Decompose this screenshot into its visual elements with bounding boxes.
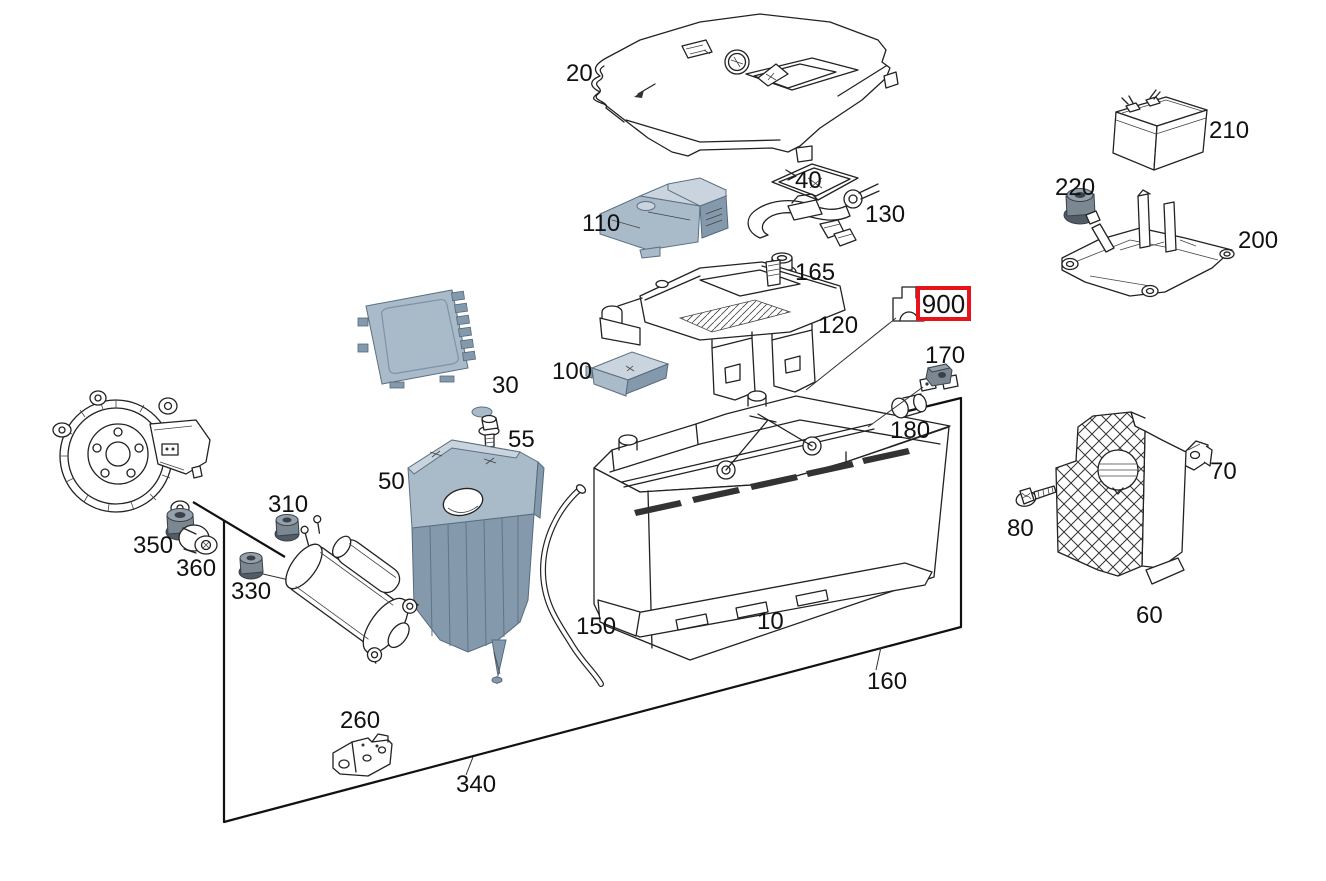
- vent-hose-illustration[interactable]: [539, 483, 604, 687]
- part-label-220[interactable]: 220: [1055, 174, 1096, 201]
- leader-340: [465, 756, 474, 776]
- part-label-100[interactable]: 100: [552, 358, 593, 385]
- part-label-360[interactable]: 360: [176, 555, 217, 582]
- part-label-200[interactable]: 200: [1238, 227, 1279, 254]
- part-label-310[interactable]: 310: [268, 491, 309, 518]
- part-label-180[interactable]: 180: [890, 417, 931, 444]
- clip-70-illustration[interactable]: [1183, 440, 1213, 471]
- part-label-120[interactable]: 120: [818, 312, 859, 339]
- part-label-10[interactable]: 10: [757, 608, 784, 635]
- part-label-900-highlighted[interactable]: 900: [916, 286, 971, 321]
- side-console-illustration[interactable]: [1055, 411, 1187, 585]
- leader-160: [875, 646, 882, 671]
- part-label-30[interactable]: 30: [492, 372, 519, 399]
- leader-170: [867, 386, 924, 428]
- screw-80-illustration[interactable]: [1015, 485, 1057, 508]
- terminal-cover-illustration[interactable]: [599, 177, 729, 259]
- part-label-165[interactable]: 165: [795, 259, 836, 286]
- plug-180-illustration[interactable]: [889, 393, 928, 420]
- fuse-box-illustration[interactable]: [599, 259, 846, 401]
- part-label-260[interactable]: 260: [340, 707, 381, 734]
- cable-run-lines[interactable]: [192, 396, 963, 824]
- part-label-160[interactable]: 160: [867, 668, 908, 695]
- leader-900: [805, 317, 897, 391]
- part-label-130[interactable]: 130: [865, 201, 906, 228]
- part-label-60[interactable]: 60: [1136, 602, 1163, 629]
- positive-cable-illustration[interactable]: [747, 183, 880, 247]
- part-label-40[interactable]: 40: [795, 167, 822, 194]
- part-label-150[interactable]: 150: [576, 613, 617, 640]
- starter-motor-illustration[interactable]: [262, 511, 435, 670]
- small-cover-illustration[interactable]: [771, 163, 859, 201]
- part-label-110[interactable]: 110: [582, 210, 621, 237]
- nut-310-illustration[interactable]: [274, 514, 300, 542]
- part-label-20[interactable]: 20: [566, 60, 593, 87]
- bracket-260-illustration[interactable]: [332, 733, 393, 777]
- direction-arrow-head-icon: [634, 90, 644, 98]
- partition-panel-illustration[interactable]: [407, 439, 545, 684]
- control-module-illustration[interactable]: [357, 289, 493, 418]
- part-label-80[interactable]: 80: [1007, 515, 1034, 542]
- battery-cover-illustration[interactable]: [591, 13, 899, 163]
- part-label-330[interactable]: 330: [231, 578, 272, 605]
- part-label-900-text: 900: [921, 288, 966, 319]
- part-label-350[interactable]: 350: [133, 532, 174, 559]
- aux-battery-illustration[interactable]: [1112, 89, 1208, 171]
- pole-cover-illustration[interactable]: [585, 351, 670, 397]
- part-label-50[interactable]: 50: [378, 468, 405, 495]
- battery-illustration[interactable]: [593, 390, 951, 661]
- part-label-170[interactable]: 170: [925, 342, 966, 369]
- part-label-55[interactable]: 55: [508, 426, 535, 453]
- part-label-70[interactable]: 70: [1210, 458, 1237, 485]
- clamp-170-illustration[interactable]: [919, 363, 959, 392]
- alternator-illustration[interactable]: [52, 390, 211, 516]
- aux-battery-tray-illustration[interactable]: [1061, 189, 1235, 298]
- nut-330-illustration[interactable]: [238, 552, 264, 580]
- bushing-360-illustration[interactable]: [178, 524, 218, 555]
- part-label-210[interactable]: 210: [1209, 117, 1250, 144]
- part-label-340[interactable]: 340: [456, 771, 497, 798]
